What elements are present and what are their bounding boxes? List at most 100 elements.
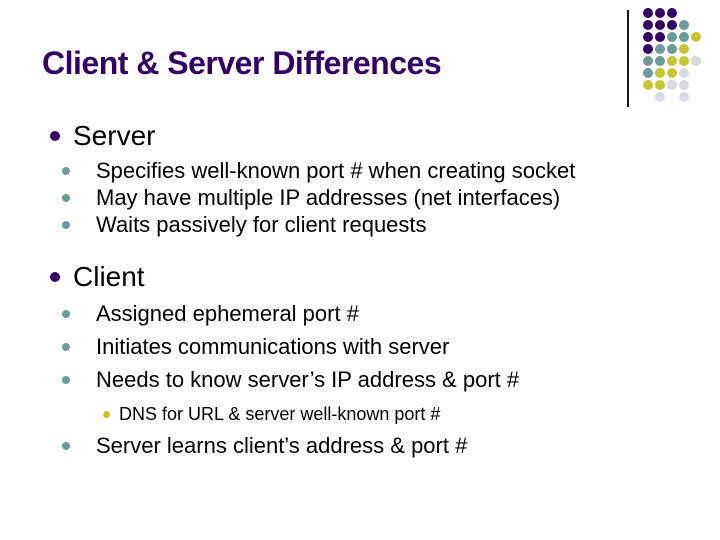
bullet-text: Specifies well-known port # when creatin… [96,158,576,183]
bullet-icon [62,376,70,384]
slide-title: Client & Server Differences [42,45,442,81]
bullet-icon [62,442,70,450]
decoration-dot-cell [678,67,690,79]
decoration-dot [679,80,689,90]
bullet-icon [62,310,70,318]
decoration-dot-cell [666,7,678,19]
decoration-dot [655,56,665,66]
decoration-dot [667,68,677,78]
decoration-dot [655,44,665,54]
bullet-text: Needs to know server’s IP address & port… [96,367,520,392]
decoration-dot [655,92,665,102]
decoration-dot [679,56,689,66]
decoration-dot [667,44,677,54]
bullet-text: May have multiple IP addresses (net inte… [96,185,561,210]
decoration-dot-cell [666,55,678,67]
bullet-text: Server [73,120,156,151]
bullet-text: Server learns client’s address & port # [96,433,468,458]
decoration-dot-cell [690,91,702,103]
bullet-icon [103,410,110,418]
decoration-dot [667,80,677,90]
decoration-dot-cell [642,7,654,19]
decoration-dot-cell [654,67,666,79]
decoration-dot-cell [666,19,678,31]
dot-grid-decoration [642,7,702,103]
decoration-dot-cell [678,31,690,43]
decoration-dot [643,44,653,54]
decoration-dot-cell [654,91,666,103]
decoration-dot-cell [666,43,678,55]
bullet-item: Server learns client’s address & port # [62,432,467,460]
decoration-dot-cell [654,7,666,19]
decoration-dot-cell [690,31,702,43]
decoration-dot-cell [642,55,654,67]
decoration-dot [679,32,689,42]
vertical-divider-line [627,10,629,107]
decoration-dot [643,80,653,90]
decoration-dot-cell [666,31,678,43]
decoration-dot-cell [678,55,690,67]
decoration-dot [679,68,689,78]
bullet-item: Client [50,261,145,293]
decoration-dot [655,68,665,78]
decoration-dot [667,20,677,30]
decoration-dot [679,20,689,30]
decoration-dot-cell [642,79,654,91]
decoration-dot-cell [666,67,678,79]
decoration-dot [667,32,677,42]
decoration-dot [655,80,665,90]
decoration-dot [691,56,701,66]
bullet-item: May have multiple IP addresses (net inte… [62,184,560,212]
decoration-dot-cell [642,67,654,79]
bullet-text: Client [73,261,145,292]
bullet-item: Specifies well-known port # when creatin… [62,157,575,185]
decoration-dot [643,68,653,78]
bullet-item: Needs to know server’s IP address & port… [62,366,519,394]
decoration-dot-cell [678,79,690,91]
decoration-dot [643,20,653,30]
bullet-item: Waits passively for client requests [62,211,427,239]
decoration-dot-cell [654,43,666,55]
decoration-dot-cell [642,43,654,55]
decoration-dot-cell [690,43,702,55]
decoration-dot-cell [690,55,702,67]
bullet-icon [50,131,60,141]
decoration-dot-cell [678,91,690,103]
decoration-dot [691,32,701,42]
bullet-text: Waits passively for client requests [96,212,427,237]
bullet-icon [50,272,60,282]
decoration-dot-cell [654,19,666,31]
decoration-dot-cell [654,79,666,91]
bullet-icon [62,221,70,229]
bullet-icon [62,194,70,202]
decoration-dot-cell [690,7,702,19]
decoration-dot [679,44,689,54]
decoration-dot-cell [654,31,666,43]
bullet-text: DNS for URL & server well-known port # [119,403,441,424]
decoration-dot-cell [666,91,678,103]
decoration-dot [655,20,665,30]
decoration-dot [667,8,677,18]
decoration-dot-cell [642,91,654,103]
decoration-dot [655,32,665,42]
decoration-dot-cell [642,19,654,31]
decoration-dot-cell [678,43,690,55]
bullet-icon [62,343,70,351]
decoration-dot-cell [678,7,690,19]
decoration-dot-cell [690,79,702,91]
decoration-dot [643,32,653,42]
decoration-dot-cell [642,31,654,43]
decoration-dot [679,92,689,102]
decoration-dot-cell [678,19,690,31]
decoration-dot-cell [690,19,702,31]
decoration-dot [643,8,653,18]
bullet-icon [62,167,70,175]
bullet-item: Assigned ephemeral port # [62,300,359,328]
decoration-dot [643,56,653,66]
bullet-item: Server [50,120,155,152]
bullet-item: DNS for URL & server well-known port # [103,402,440,426]
bullet-item: Initiates communications with server [62,333,449,361]
decoration-dot-cell [690,67,702,79]
bullet-text: Assigned ephemeral port # [96,301,359,326]
